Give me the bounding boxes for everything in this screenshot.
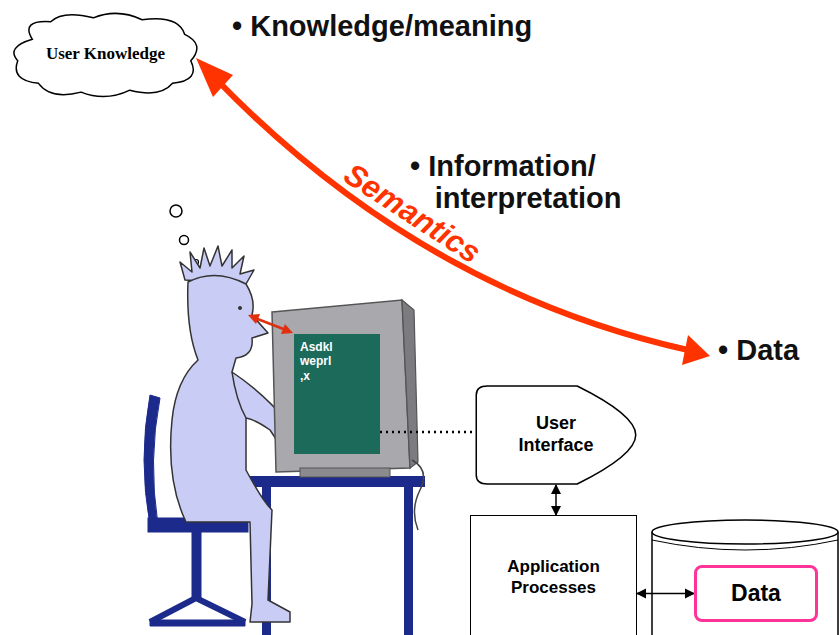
monitor-screen: Asdkl weprl ,x — [294, 334, 380, 454]
user-interface-shape: User Interface — [475, 385, 637, 485]
process-box: Application Processes — [470, 515, 637, 635]
node-text: User Interface — [506, 413, 606, 456]
double-arrow — [637, 593, 694, 595]
heading-bullet: • Knowledge/meaning — [232, 10, 532, 42]
data-box: Data — [694, 565, 818, 622]
monitor — [272, 300, 424, 530]
node-text: Asdkl weprl ,x — [300, 340, 340, 383]
dotted-link — [380, 431, 475, 434]
double-arrow — [555, 485, 557, 515]
heading-bullet: • Information/ interpretation — [410, 150, 685, 215]
thought-cloud: User Knowledge — [8, 10, 203, 98]
eye-arrow — [248, 314, 293, 334]
node-text: Data — [731, 580, 781, 608]
arrow-head — [682, 335, 710, 365]
node-text: User Knowledge — [46, 44, 165, 64]
semantics-arrow — [215, 78, 688, 350]
thought-bubble — [170, 205, 182, 217]
thought-bubble — [180, 236, 189, 245]
database-cylinder — [652, 520, 838, 635]
arrow-head — [196, 58, 233, 97]
node-text: Application Processes — [484, 557, 624, 598]
heading-bullet: • Data — [718, 334, 799, 366]
